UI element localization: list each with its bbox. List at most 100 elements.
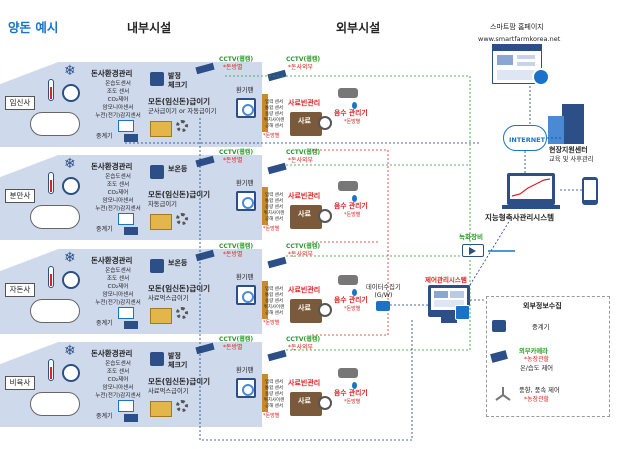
magnifier-icon	[62, 364, 80, 382]
snowflake-icon: ❄	[64, 156, 76, 172]
thermometer-icon	[48, 359, 54, 381]
feeder-sub: 자동급이기	[148, 201, 177, 208]
vent-label: 환기팬	[236, 367, 254, 374]
device-title: 발정 체크기	[168, 352, 188, 369]
pipe-icon	[262, 374, 268, 412]
env-sensor-item: 암모니아센서	[102, 105, 134, 111]
water-note: *돈방별	[344, 119, 361, 125]
cctv-inner-note: *돈방별	[223, 157, 243, 164]
vent-label: 환기팬	[236, 180, 254, 187]
pig-icon	[30, 112, 80, 136]
feeder-title: 모돈(임신돈)급이기	[148, 97, 211, 106]
globe-icon	[532, 68, 550, 86]
external-item-camera-sub: 온/습도 제어	[520, 365, 554, 372]
feed-bin-icon	[290, 205, 322, 229]
feed-bin-label: 사료	[298, 210, 311, 218]
bin-sensor-item: 통합 센서	[265, 106, 283, 111]
feeder-sub: 사료먹스급이기	[148, 295, 189, 302]
homepage-title: 스마트팜 홈페이지	[490, 23, 544, 31]
drop-icon	[352, 382, 357, 389]
env-sensor-item: 온습도센서	[105, 174, 131, 180]
device-icon	[150, 352, 164, 366]
tablet-icon	[118, 400, 134, 412]
water-note: *돈방별	[344, 212, 361, 218]
drop-icon	[352, 102, 357, 109]
magnifier-icon	[62, 271, 80, 289]
relay-label: 중계기	[96, 413, 113, 420]
recorder-label: 녹화장비	[459, 233, 483, 241]
cctv-inner-label: CCTV(웹캠)	[219, 243, 254, 250]
cctv-inner-note: *돈방별	[223, 251, 243, 258]
cctv-outer-note: *돈사외부	[288, 157, 314, 164]
env-sensor-item: 누전(전기)감지센서	[95, 300, 141, 306]
gear-icon	[176, 307, 188, 319]
feed-bin-icon	[290, 299, 322, 323]
cctv-inner-note: *돈방별	[223, 344, 243, 351]
laptop-base	[502, 205, 560, 209]
cctv-inner-note: *돈방별	[223, 64, 243, 71]
device-title: 발정 체크기	[168, 72, 188, 89]
faucet-icon	[338, 368, 358, 378]
external-item-camera: 외부카메라	[519, 348, 548, 355]
inner-facilities-title: 내부시설	[127, 21, 172, 35]
lock-icon	[455, 305, 470, 320]
bin-sensor-item: 공해 센서	[265, 217, 283, 222]
bin-sensor-item: 입력 센서	[265, 380, 283, 385]
feeder-icon	[150, 121, 172, 137]
thermometer-icon	[48, 172, 54, 194]
gear-icon	[176, 120, 188, 132]
feeder-icon	[150, 308, 172, 324]
snowflake-icon: ❄	[64, 343, 76, 359]
cctv-outer-label: CCTV(웹캠)	[286, 243, 321, 250]
feed-bin-icon	[290, 392, 322, 416]
env-sensor-item: 조도 센서	[106, 276, 130, 282]
bin-sensor-item: 위치사이렌	[263, 305, 285, 310]
relay-icon	[492, 320, 506, 332]
external-info-title: 외부정보수집	[523, 302, 562, 310]
device-title: 보온등	[168, 259, 188, 267]
feed-bin-icon	[290, 112, 322, 136]
water-note: *돈방별	[344, 306, 361, 312]
support-center-icon-2	[548, 116, 564, 144]
thermometer-icon	[48, 79, 54, 101]
env-title: 돈사환경관리	[91, 69, 133, 78]
feeder-title: 모돈(임신돈)급이기	[148, 190, 211, 199]
feed-bin-label: 사료	[298, 117, 311, 125]
env-sensor-item: 암모니아센서	[102, 198, 134, 204]
fan-icon	[236, 378, 256, 398]
relay-box-icon	[124, 321, 138, 329]
env-title: 돈사환경관리	[91, 349, 133, 358]
magnifier-icon-outer	[318, 303, 332, 317]
cctv-inner-label: CCTV(웹캠)	[219, 336, 254, 343]
bin-sensor-item: 입력 센서	[265, 193, 283, 198]
wind-turbine-icon	[494, 386, 512, 404]
env-sensor-item: 암모니아센서	[102, 292, 134, 298]
bin-sensor-item: 공해 센서	[265, 124, 283, 129]
env-title: 돈사환경관리	[91, 162, 133, 171]
recorder-icon	[462, 244, 484, 257]
bin-note: *돈방별	[263, 320, 280, 326]
env-sensor-item: 누전(전기)감지센서	[95, 113, 141, 119]
bin-sensor-item: 통합 센서	[265, 293, 283, 298]
bin-sensor-item: 통합 센서	[265, 199, 283, 204]
relay-label: 중계기	[96, 133, 113, 140]
cctv-outer-label: CCTV(웹캠)	[286, 336, 321, 343]
tablet-icon	[118, 307, 134, 319]
feed-bin-label: 사료	[298, 304, 311, 312]
thermometer-icon	[48, 266, 54, 288]
relay-label: 중계기	[96, 320, 113, 327]
env-sensor-item: CO₂제어	[107, 377, 129, 383]
room-label: 임신사	[5, 96, 35, 110]
feed-mgmt-label: 사료빈관리	[288, 379, 321, 387]
bin-sensor-item: 위치사이렌	[263, 211, 285, 216]
control-stand	[441, 317, 457, 323]
bin-sensor-item: 용량 센서	[265, 112, 283, 117]
system-monitor-icon	[507, 173, 555, 205]
feed-bin-label: 사료	[298, 397, 311, 405]
